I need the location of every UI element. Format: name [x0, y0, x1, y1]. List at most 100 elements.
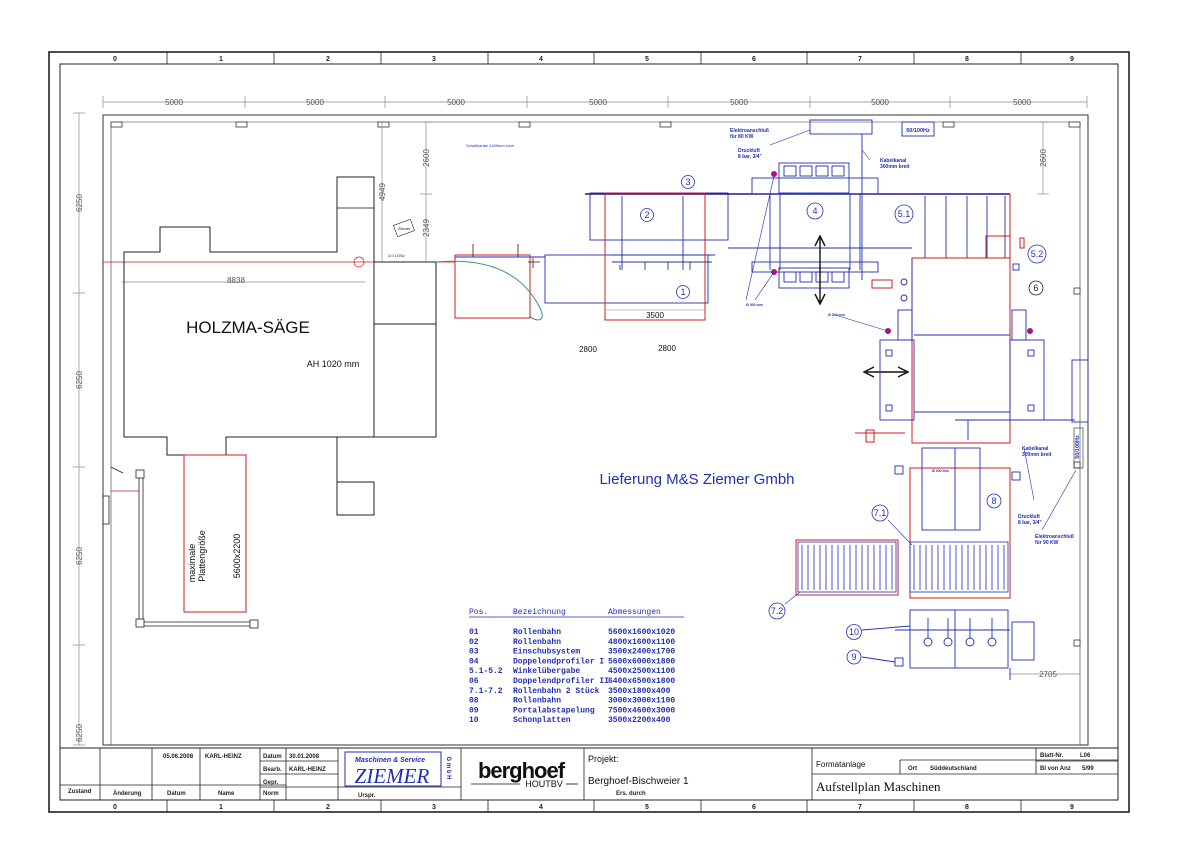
transfer-arrows: [814, 234, 910, 378]
marker-2: 2: [640, 208, 654, 222]
cable-curve: [435, 260, 543, 321]
marker-6: 6: [1028, 280, 1044, 296]
ziemer-logo-text: ZIEMER: [355, 764, 430, 788]
marker-1: 1: [676, 285, 690, 299]
col-bot-5: 5: [645, 804, 649, 811]
legend-cell: Einschubsystem: [513, 648, 580, 657]
dist-left: 3.0 LOSz: [388, 253, 405, 258]
winkeluebergabe: [900, 196, 1020, 330]
legend-header-pos: Pos.: [469, 608, 488, 617]
col-top-6: 6: [752, 56, 756, 63]
svg-text:3: 3: [685, 177, 690, 187]
legend-cell: 04: [469, 657, 479, 666]
marker-4: 4: [806, 202, 824, 220]
max-plate-area: [183, 454, 247, 613]
legend-cell: 09: [469, 706, 479, 715]
connection-dots: [771, 171, 1033, 334]
legend-cell: Rollenbahn: [513, 638, 561, 647]
col-top-5: 5: [645, 56, 649, 63]
cable-right-1: Kabelkanal: [1022, 446, 1049, 452]
legend-cell: 4800x1600x1100: [608, 638, 675, 647]
legend-header-name: Bezeichnung: [513, 608, 566, 617]
col-bot-2: 2: [326, 804, 330, 811]
dim-right-bottom: 2705: [1039, 670, 1057, 679]
tb-datum-val: 30.01.2008: [289, 754, 320, 760]
saw-title: HOLZMA-SÄGE: [186, 318, 310, 337]
tb-ort-lbl: Ort: [908, 766, 917, 772]
delivery-label: Lieferung M&S Ziemer Gmbh: [599, 471, 794, 488]
tb-bearb-val: KARL-HEINZ: [289, 767, 326, 773]
svg-text:1: 1: [680, 287, 685, 297]
plate-size: 5600x2200: [232, 534, 242, 579]
svg-text:7.2: 7.2: [771, 606, 784, 616]
elec-right-1: Elektroanschluß: [1035, 534, 1074, 540]
portalabstapelung: [861, 609, 1035, 680]
dim-top-6: 5000: [871, 98, 889, 107]
ang-label-2: Ø 300 mm: [828, 313, 845, 317]
air-top-2: 8 bar, 3/4": [738, 154, 762, 160]
top-dimension-chain: [102, 96, 1088, 108]
outer-frame: [48, 51, 1130, 813]
berghoef-text: berghoef: [478, 758, 566, 783]
col-bot-4: 4: [539, 804, 543, 811]
top-note: Schallhaube 2400mm hoch: [466, 143, 514, 148]
tb-aenderung: Änderung: [113, 790, 142, 797]
svg-text:7.1: 7.1: [874, 508, 887, 518]
red-outlines: [454, 192, 1025, 599]
ziemer-logo: Maschinen & Service ZIEMER G m b H: [344, 751, 451, 788]
dim-2800-a: 2800: [579, 345, 597, 354]
marker-8: 8: [986, 493, 1002, 509]
tb-projekt-val: Berghoef-Bischweier 1: [588, 776, 689, 787]
dim-2800-b: 2800: [658, 344, 676, 353]
hz-top: 50/100Hz: [906, 128, 930, 134]
marker-7-1: 7.1: [871, 504, 889, 522]
dim-top-2: 5000: [306, 98, 324, 107]
tb-urspr: Urspr.: [358, 793, 376, 799]
ziemer-side-text: G m b H: [445, 756, 451, 779]
legend-cell: Doppelendprofiler I: [513, 657, 604, 666]
dim-right-top: 2600: [1039, 149, 1048, 167]
legend-table: Pos. Bezeichnung Abmessungen: [469, 608, 684, 618]
svg-text:5.1: 5.1: [898, 209, 911, 219]
tb-blatt-lbl: Blatt-Nr.: [1040, 753, 1064, 759]
svg-text:5.2: 5.2: [1031, 249, 1044, 259]
cable-right-2: 300mm breit: [1022, 452, 1052, 458]
tb-formatanlage: Formatanlage: [816, 760, 866, 769]
doppelendprofiler-1: [751, 119, 935, 289]
legend-cell: 7.1-7.2: [469, 687, 503, 696]
marker-3: 3: [681, 175, 695, 189]
left-dimension-chain: [73, 112, 85, 746]
col-bot-6: 6: [752, 804, 756, 811]
rail-system: [102, 466, 259, 629]
column-grid: [166, 52, 1022, 812]
tb-blvon-lbl: Bl von Anz: [1040, 766, 1071, 772]
axis-crosshair-icon: [353, 256, 365, 268]
marker-7-2: 7.2: [768, 602, 786, 620]
ziemer-box-label: Ziemer: [398, 226, 411, 231]
svg-text:10: 10: [849, 627, 859, 637]
tb-projekt-lbl: Projekt:: [588, 754, 619, 764]
rollenbahn-8: [894, 447, 1021, 531]
hall-walls: [102, 114, 1089, 746]
col-bot-8: 8: [965, 804, 969, 811]
col-top-2: 2: [326, 56, 330, 63]
svg-text:4: 4: [812, 206, 817, 216]
tb-bearb-lbl: Bearb.: [263, 767, 282, 773]
tb-ort-val: Süddeutschland: [930, 766, 977, 772]
legend-cell: 02: [469, 638, 479, 647]
tb-blatt-val: L06: [1080, 753, 1091, 759]
legend-cell: Doppelendprofiler II: [513, 677, 609, 686]
dim-left-4: 6250: [75, 724, 84, 742]
legend-cell: 4500x2500x1100: [608, 667, 675, 676]
doppelendprofiler-2: [879, 309, 1089, 440]
dim-top-3: 5000: [447, 98, 465, 107]
dim-top-7: 5000: [1013, 98, 1031, 107]
svg-text:2: 2: [644, 210, 649, 220]
legend-cell: Rollenbahn 2 Stück: [513, 687, 600, 696]
marker-9: 9: [846, 649, 862, 665]
air-right-2: 8 bar, 3/4": [1018, 520, 1042, 526]
legend-cell: Winkelübergabe: [513, 667, 580, 676]
col-top-3: 3: [432, 56, 436, 63]
tb-datum-col: Datum: [167, 791, 186, 797]
ziemer-box: [393, 218, 415, 238]
